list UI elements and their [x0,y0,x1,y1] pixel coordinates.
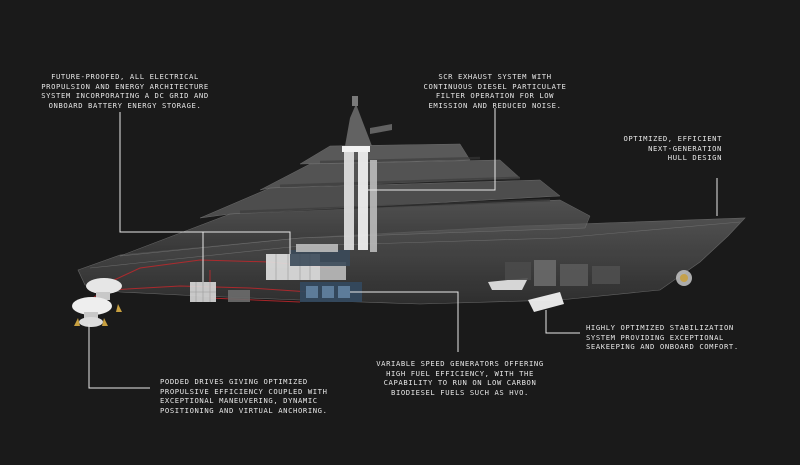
podded-drives [72,278,122,327]
callout-scr-exhaust: SCR EXHAUST SYSTEM WITH CONTINUOUS DIESE… [400,72,590,110]
callout-hull-design: OPTIMIZED, EFFICIENT NEXT-GENERATION HUL… [622,134,722,163]
callout-electrical-propulsion: FUTURE-PROOFED, ALL ELECTRICAL PROPULSIO… [20,72,230,110]
leader-stabilization [546,310,580,333]
bow-thruster [676,270,692,286]
leader-pods [89,324,150,388]
scr-exhaust-stacks [342,146,377,252]
callout-stabilization: HIGHLY OPTIMIZED STABILIZATION SYSTEM PR… [586,323,766,352]
callout-generators: VARIABLE SPEED GENERATORS OFFERING HIGH … [370,359,550,397]
mast [345,96,392,146]
callout-podded-drives: PODDED DRIVES GIVING OPTIMIZED PROPULSIV… [160,377,360,415]
